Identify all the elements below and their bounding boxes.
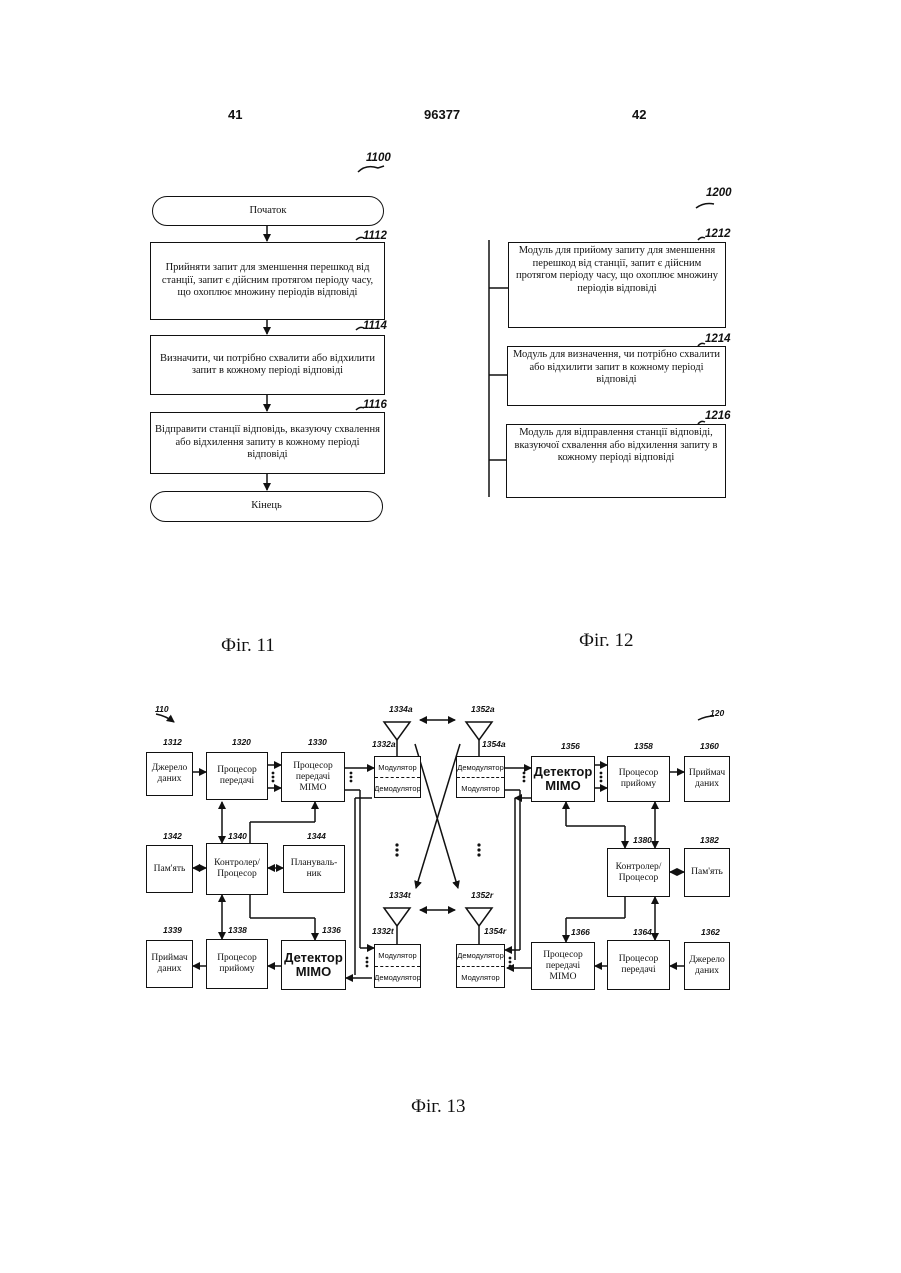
fig11-step2-ref: 1114 [363, 320, 387, 332]
right-modem-r: Демодулятор Модулятор [456, 944, 505, 988]
right-tx-mimo-processor: Процесор передачі MIMO [531, 942, 595, 990]
fig12-ref: 1200 [706, 187, 732, 199]
fig12-module-1: Модуль для прийому запиту для зменшення … [508, 242, 726, 328]
ref-1352a: 1352a [471, 704, 495, 714]
left-modem-t-modulator: Модулятор [375, 945, 420, 967]
ref-1338: 1338 [228, 925, 247, 935]
ref-1362: 1362 [701, 927, 720, 937]
left-controller: Контролер/ Процесор [206, 843, 268, 895]
ref-1364: 1364 [633, 927, 652, 937]
ref-1334a: 1334a [389, 704, 413, 714]
ref-1340: 1340 [228, 831, 247, 841]
right-rx-processor: Процесор прийому [607, 756, 670, 802]
right-modem-r-modulator: Модулятор [457, 967, 504, 988]
fig11-step1: Прийняти запит для зменшення перешкод ві… [150, 242, 385, 320]
right-modem-a-demodulator: Демодулятор [457, 757, 504, 778]
left-tx-processor: Процесор передачі [206, 752, 268, 800]
ref-1339: 1339 [163, 925, 182, 935]
ref-1380: 1380 [633, 835, 652, 845]
ref-1354r: 1354r [484, 926, 506, 936]
fig11-step3: Відправити станції відповідь, вказуючу с… [150, 412, 385, 474]
left-modem-a-demodulator: Демодулятор [375, 778, 420, 798]
ref-1382: 1382 [700, 835, 719, 845]
fig11-step3-ref: 1116 [363, 399, 387, 411]
left-modem-t: Модулятор Демодулятор [374, 944, 421, 988]
fig12-m3-ref: 1216 [705, 410, 731, 422]
fig11-end: Кінець [150, 491, 383, 522]
right-data-source: Джерело даних [684, 942, 730, 990]
right-modem-r-demodulator: Демодулятор [457, 945, 504, 967]
left-mimo-detector: Детектор MIMO [281, 940, 346, 990]
left-memory: Пам'ять [146, 845, 193, 893]
fig12-m1-ref: 1212 [705, 228, 731, 240]
right-tx-processor: Процесор передачі [607, 940, 670, 990]
ref-1352r: 1352r [471, 890, 493, 900]
left-data-sink: Приймач даних [146, 940, 193, 988]
right-controller: Контролер/ Процесор [607, 848, 670, 897]
left-modem-a: Модулятор Демодулятор [374, 756, 421, 798]
ref-1354a: 1354a [482, 739, 506, 749]
fig12-caption: Фіг. 12 [579, 630, 633, 652]
fig12-module-2: Модуль для визначення, чи потрібно схвал… [507, 346, 726, 406]
ref-1330: 1330 [308, 737, 327, 747]
ref-1332a: 1332a [372, 739, 396, 749]
ref-1344: 1344 [307, 831, 326, 841]
ref-1332t: 1332t [372, 926, 394, 936]
fig11-ref: 1100 [366, 152, 391, 164]
right-modem-a: Демодулятор Модулятор [456, 756, 505, 798]
ref-1336: 1336 [322, 925, 341, 935]
fig11-caption: Фіг. 11 [221, 635, 275, 657]
ref-1366: 1366 [571, 927, 590, 937]
left-data-source: Джерело даних [146, 752, 193, 796]
fig13-caption: Фіг. 13 [411, 1096, 465, 1118]
ref-1312: 1312 [163, 737, 182, 747]
left-modem-a-modulator: Модулятор [375, 757, 420, 778]
fig13-ref-right: 120 [710, 708, 724, 718]
ref-1342: 1342 [163, 831, 182, 841]
ref-1356: 1356 [561, 741, 580, 751]
right-memory: Пам'ять [684, 848, 730, 897]
ref-1360: 1360 [700, 741, 719, 751]
right-mimo-detector: Детектор MIMO [531, 756, 595, 802]
left-modem-t-demodulator: Демодулятор [375, 967, 420, 988]
ref-1358: 1358 [634, 741, 653, 751]
fig11-step1-ref: 1112 [363, 230, 387, 242]
right-data-sink: Приймач даних [684, 756, 730, 802]
ref-1334t: 1334t [389, 890, 411, 900]
ref-1320: 1320 [232, 737, 251, 747]
fig11-step2: Визначити, чи потрібно схвалити або відх… [150, 335, 385, 395]
left-scheduler: Плануваль­ник [283, 845, 345, 893]
left-rx-processor: Процесор прийому [206, 939, 268, 989]
fig12-module-3: Модуль для відправлення станції відповід… [506, 424, 726, 498]
fig13-ref-left: 110 [155, 704, 169, 714]
fig11-start: Початок [152, 196, 384, 226]
fig12-m2-ref: 1214 [705, 333, 731, 345]
left-tx-mimo-processor: Процесор передачі MIMO [281, 752, 345, 802]
right-modem-a-modulator: Модулятор [457, 778, 504, 798]
